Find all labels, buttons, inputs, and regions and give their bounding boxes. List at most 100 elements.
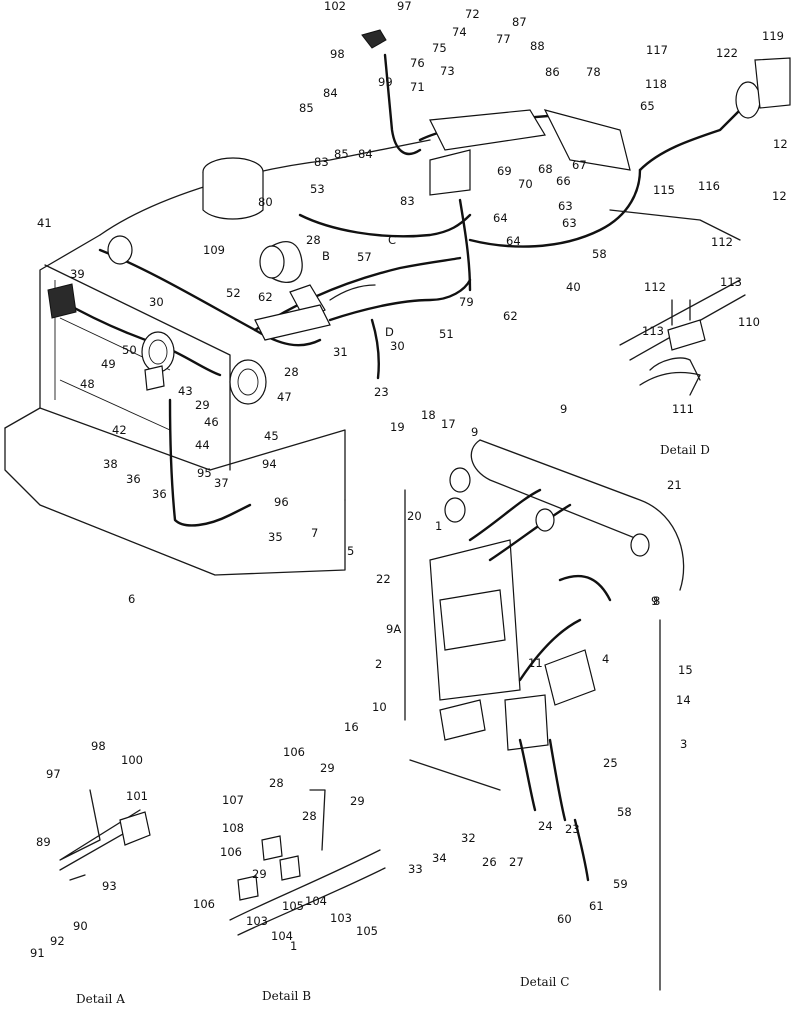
- part-callout-119: 119: [762, 29, 784, 43]
- part-callout-29: 29: [195, 398, 210, 412]
- caption-detail-d: Detail D: [660, 443, 710, 457]
- part-callout-32: 32: [461, 831, 476, 845]
- part-callout-62: 62: [503, 309, 518, 323]
- part-callout-115: 115: [653, 183, 675, 197]
- part-callout-28: 28: [269, 776, 284, 790]
- part-callout-88: 88: [530, 39, 545, 53]
- part-callout-38: 38: [103, 457, 118, 471]
- part-callout-62: 62: [258, 290, 273, 304]
- detail-a-drawing: [59, 789, 151, 881]
- part-callout-36: 36: [126, 472, 141, 486]
- part-callout-91: 91: [30, 946, 45, 960]
- part-callout-98: 98: [91, 739, 106, 753]
- part-callout-29: 29: [350, 794, 365, 808]
- part-callout-19: 19: [390, 420, 405, 434]
- part-callout-96: 96: [274, 495, 289, 509]
- part-callout-113: 113: [642, 324, 664, 338]
- part-callout-65: 65: [640, 99, 655, 113]
- part-callout-94: 94: [262, 457, 277, 471]
- part-callout-28: 28: [302, 809, 317, 823]
- part-callout-4: 4: [602, 652, 609, 666]
- part-callout-73: 73: [440, 64, 455, 78]
- part-callout-110: 110: [738, 315, 760, 329]
- part-callout-48: 48: [80, 377, 95, 391]
- part-callout-42: 42: [112, 423, 127, 437]
- part-callout-109: 109: [203, 243, 225, 257]
- part-callout-9a: 9A: [386, 622, 401, 636]
- part-callout-76: 76: [410, 56, 425, 70]
- part-callout-58: 58: [617, 805, 632, 819]
- part-callout-40: 40: [566, 280, 581, 294]
- part-callout-3: 3: [680, 737, 687, 751]
- part-callout-105: 105: [356, 924, 378, 938]
- part-callout-39: 39: [70, 267, 85, 281]
- detail-b-drawing: [229, 789, 386, 936]
- part-callout-104: 104: [305, 894, 327, 908]
- part-callout-28: 28: [306, 233, 321, 247]
- part-callout-86: 86: [545, 65, 560, 79]
- part-callout-24: 24: [538, 819, 553, 833]
- part-callout-9: 9: [560, 402, 567, 416]
- part-callout-28: 28: [284, 365, 299, 379]
- part-callout-93: 93: [102, 879, 117, 893]
- part-callout-11: 11: [528, 656, 543, 670]
- part-callout-1: 1: [290, 939, 297, 953]
- part-callout-95: 95: [197, 466, 212, 480]
- wire-harness: [58, 53, 742, 527]
- part-callout-79: 79: [459, 295, 474, 309]
- part-callout-12: 12: [773, 137, 788, 151]
- part-callout-84: 84: [358, 147, 373, 161]
- part-callout-68: 68: [538, 162, 553, 176]
- part-callout-75: 75: [432, 41, 447, 55]
- part-callout-9: 9: [471, 425, 478, 439]
- part-callout-51: 51: [439, 327, 454, 341]
- part-callout-12: 12: [772, 189, 787, 203]
- part-callout-64: 64: [493, 211, 508, 225]
- part-callout-31: 31: [333, 345, 348, 359]
- caption-detail-a: Detail A: [76, 992, 125, 1006]
- part-callout-74: 74: [452, 25, 467, 39]
- part-callout-69: 69: [497, 164, 512, 178]
- part-callout-105: 105: [282, 899, 304, 913]
- part-callout-41: 41: [37, 216, 52, 230]
- part-callout-34: 34: [432, 851, 447, 865]
- part-callout-61: 61: [589, 899, 604, 913]
- part-callout-57: 57: [357, 250, 372, 264]
- detail-d-drawing: [619, 279, 746, 396]
- part-callout-35: 35: [268, 530, 283, 544]
- part-callout-83: 83: [314, 155, 329, 169]
- part-callout-52: 52: [226, 286, 241, 300]
- part-callout-106: 106: [220, 845, 242, 859]
- part-callout-50: 50: [122, 343, 137, 357]
- part-callout-122: 122: [716, 46, 738, 60]
- part-callout-99: 99: [378, 75, 393, 89]
- part-callout-117: 117: [646, 43, 668, 57]
- part-callout-2: 2: [375, 657, 382, 671]
- part-callout-90: 90: [73, 919, 88, 933]
- part-callout-100: 100: [121, 753, 143, 767]
- part-callout-106: 106: [193, 897, 215, 911]
- part-callout-97: 97: [397, 0, 412, 13]
- part-callout-47: 47: [277, 390, 292, 404]
- part-callout-112: 112: [711, 235, 733, 249]
- part-callout-25: 25: [603, 756, 618, 770]
- part-callout-101: 101: [126, 789, 148, 803]
- part-callout-44: 44: [195, 438, 210, 452]
- part-callout-63: 63: [562, 216, 577, 230]
- part-callout-108: 108: [222, 821, 244, 835]
- part-callout-23: 23: [565, 822, 580, 836]
- part-callout-104: 104: [271, 929, 293, 943]
- part-callout-102: 102: [324, 0, 346, 13]
- part-callout-64: 64: [506, 234, 521, 248]
- part-callout-106: 106: [283, 745, 305, 759]
- part-callout-80: 80: [258, 195, 273, 209]
- part-callout-78: 78: [586, 65, 601, 79]
- part-callout-10: 10: [372, 700, 387, 714]
- part-callout-49: 49: [101, 357, 116, 371]
- part-callout-60: 60: [557, 912, 572, 926]
- part-callout-67: 67: [572, 158, 587, 172]
- part-callout-59: 59: [613, 877, 628, 891]
- part-callout-29: 29: [252, 867, 267, 881]
- part-callout-26: 26: [482, 855, 497, 869]
